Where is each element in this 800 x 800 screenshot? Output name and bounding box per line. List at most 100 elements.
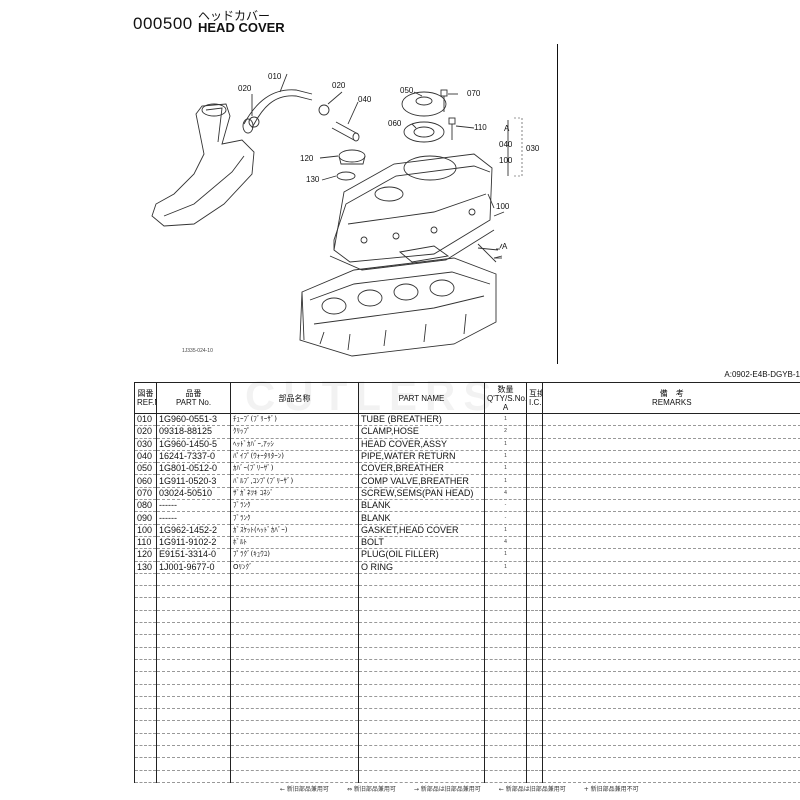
cell-name: PIPE,WATER RETURN xyxy=(358,450,485,464)
cell-name: COVER,BREATHER xyxy=(358,462,485,476)
cell-qty: 1 xyxy=(484,548,527,562)
cell-name-jp: Oﾘﾝｸﾞ xyxy=(230,561,359,574)
table-row-empty xyxy=(134,634,800,648)
cell-name: CLAMP,HOSE xyxy=(358,425,485,439)
cell-ref: 110 xyxy=(134,536,157,550)
cell-name: TUBE (BREATHER) xyxy=(358,413,485,427)
table-row-empty xyxy=(134,659,800,673)
cell-part: 1G801-0512-0 xyxy=(156,462,231,476)
cell-ic xyxy=(526,548,543,562)
callout-100: 100 xyxy=(496,202,510,211)
footer-legend: ← 新旧部品兼用可⇔ 新旧部品兼用可→ 新部品は旧部品兼用可← 新部品は旧部品兼… xyxy=(280,786,639,793)
table-row-empty xyxy=(134,720,800,734)
reference-note: A:0902-E4B-DGYB-1 xyxy=(724,370,800,379)
cell-name: SCREW,SEMS(PAN HEAD) xyxy=(358,487,485,501)
cell-part: E9151-3314-0 xyxy=(156,548,231,562)
cell-name-jp: ﾎﾞﾙﾄ xyxy=(230,536,359,550)
cell-ic xyxy=(526,438,543,451)
cell-qty: 1 xyxy=(484,474,527,488)
catalog-code: 000500 xyxy=(133,14,193,33)
title-jp: ヘッドカバー xyxy=(198,9,271,23)
callout-020: 020 xyxy=(332,81,346,90)
cell-name-jp: ﾌﾞﾗﾝｸ xyxy=(230,499,359,513)
cell-ref: 040 xyxy=(134,450,157,464)
engine-head-cover-drawing xyxy=(151,73,523,357)
callout-050: 050 xyxy=(400,86,414,95)
table-row-empty xyxy=(134,770,800,783)
header-part-name: PART NAME xyxy=(358,382,485,414)
cell-ref: 090 xyxy=(134,511,157,525)
cell-name: BLANK xyxy=(358,511,485,525)
cell-ic xyxy=(526,425,543,439)
cell-remarks xyxy=(542,425,800,439)
cell-name-jp: ﾍｯﾄﾞｶﾊﾞｰ,ｱｯｼ xyxy=(230,438,359,451)
cell-part: 1G911-0520-3 xyxy=(156,474,231,488)
cell-remarks xyxy=(542,487,800,501)
callout-040: 040 xyxy=(358,95,372,104)
cell-remarks xyxy=(542,438,800,451)
cell-part: 1J001-9677-0 xyxy=(156,561,231,574)
cell-part: 16241-7337-0 xyxy=(156,450,231,464)
callout-060: 060 xyxy=(388,119,402,128)
cell-ic xyxy=(526,561,543,574)
cell-qty: 1 xyxy=(484,524,527,537)
cell-ref: 050 xyxy=(134,462,157,476)
exploded-view-illustration: 1J335-024-10 010 020 020 040 050 070 060… xyxy=(134,44,558,364)
table-row-empty xyxy=(134,733,800,747)
callout-020: 020 xyxy=(238,84,252,93)
table-row-empty xyxy=(134,597,800,611)
cell-qty: 1 xyxy=(484,462,527,476)
cell-name: O RING xyxy=(358,561,485,574)
cell-name: HEAD COVER,ASSY xyxy=(358,438,485,451)
cell-part: 1G962-1452-2 xyxy=(156,524,231,537)
cell-ref: 120 xyxy=(134,548,157,562)
cell-name-jp: ﾌﾟﾗｸﾞ(ｷｭｳﾕ) xyxy=(230,548,359,562)
table-row-empty xyxy=(134,647,800,660)
cell-name: GASKET,HEAD COVER xyxy=(358,524,485,537)
cell-name-jp: ﾊﾟｲﾌﾟ(ｳｫｰﾀﾘﾀｰﾝ) xyxy=(230,450,359,464)
callout-070: 070 xyxy=(467,89,481,98)
cell-qty: 1 xyxy=(484,413,527,427)
callout-100: 100 xyxy=(499,156,513,165)
cell-ref: 130 xyxy=(134,561,157,574)
cell-qty: 4 xyxy=(484,487,527,501)
table-row-empty xyxy=(134,585,800,599)
callout-040: 040 xyxy=(499,140,513,149)
header-name-jp: 部品名称 xyxy=(230,382,359,414)
callout-110: 110 xyxy=(474,123,487,132)
cell-qty: 1 xyxy=(484,450,527,464)
cell-remarks xyxy=(542,561,800,574)
cell-ic xyxy=(526,413,543,427)
cell-remarks xyxy=(542,413,800,427)
cell-qty: - xyxy=(484,511,527,525)
cell-name: BOLT xyxy=(358,536,485,550)
illustration-code: 1J335-024-10 xyxy=(182,348,213,354)
cell-name-jp: ﾌﾞﾗﾝｸ xyxy=(230,511,359,525)
callout-010: 010 xyxy=(268,72,282,81)
cell-part: 1G911-9102-2 xyxy=(156,536,231,550)
cell-ic xyxy=(526,536,543,550)
table-row-empty xyxy=(134,745,800,759)
cell-name-jp: ﾁｭｰﾌﾞ(ﾌﾞﾘｰｻﾞ) xyxy=(230,413,359,427)
cell-ic xyxy=(526,474,543,488)
cell-ic xyxy=(526,499,543,513)
cell-name-jp: ｻﾞｶﾞﾈﾂｷ ｺﾈｼﾞ xyxy=(230,487,359,501)
cell-ref: 010 xyxy=(134,413,157,427)
cell-remarks xyxy=(542,450,800,464)
table-row-empty xyxy=(134,684,800,697)
cell-ic xyxy=(526,450,543,464)
page-title: HEAD COVER xyxy=(198,20,285,35)
cell-remarks xyxy=(542,511,800,525)
